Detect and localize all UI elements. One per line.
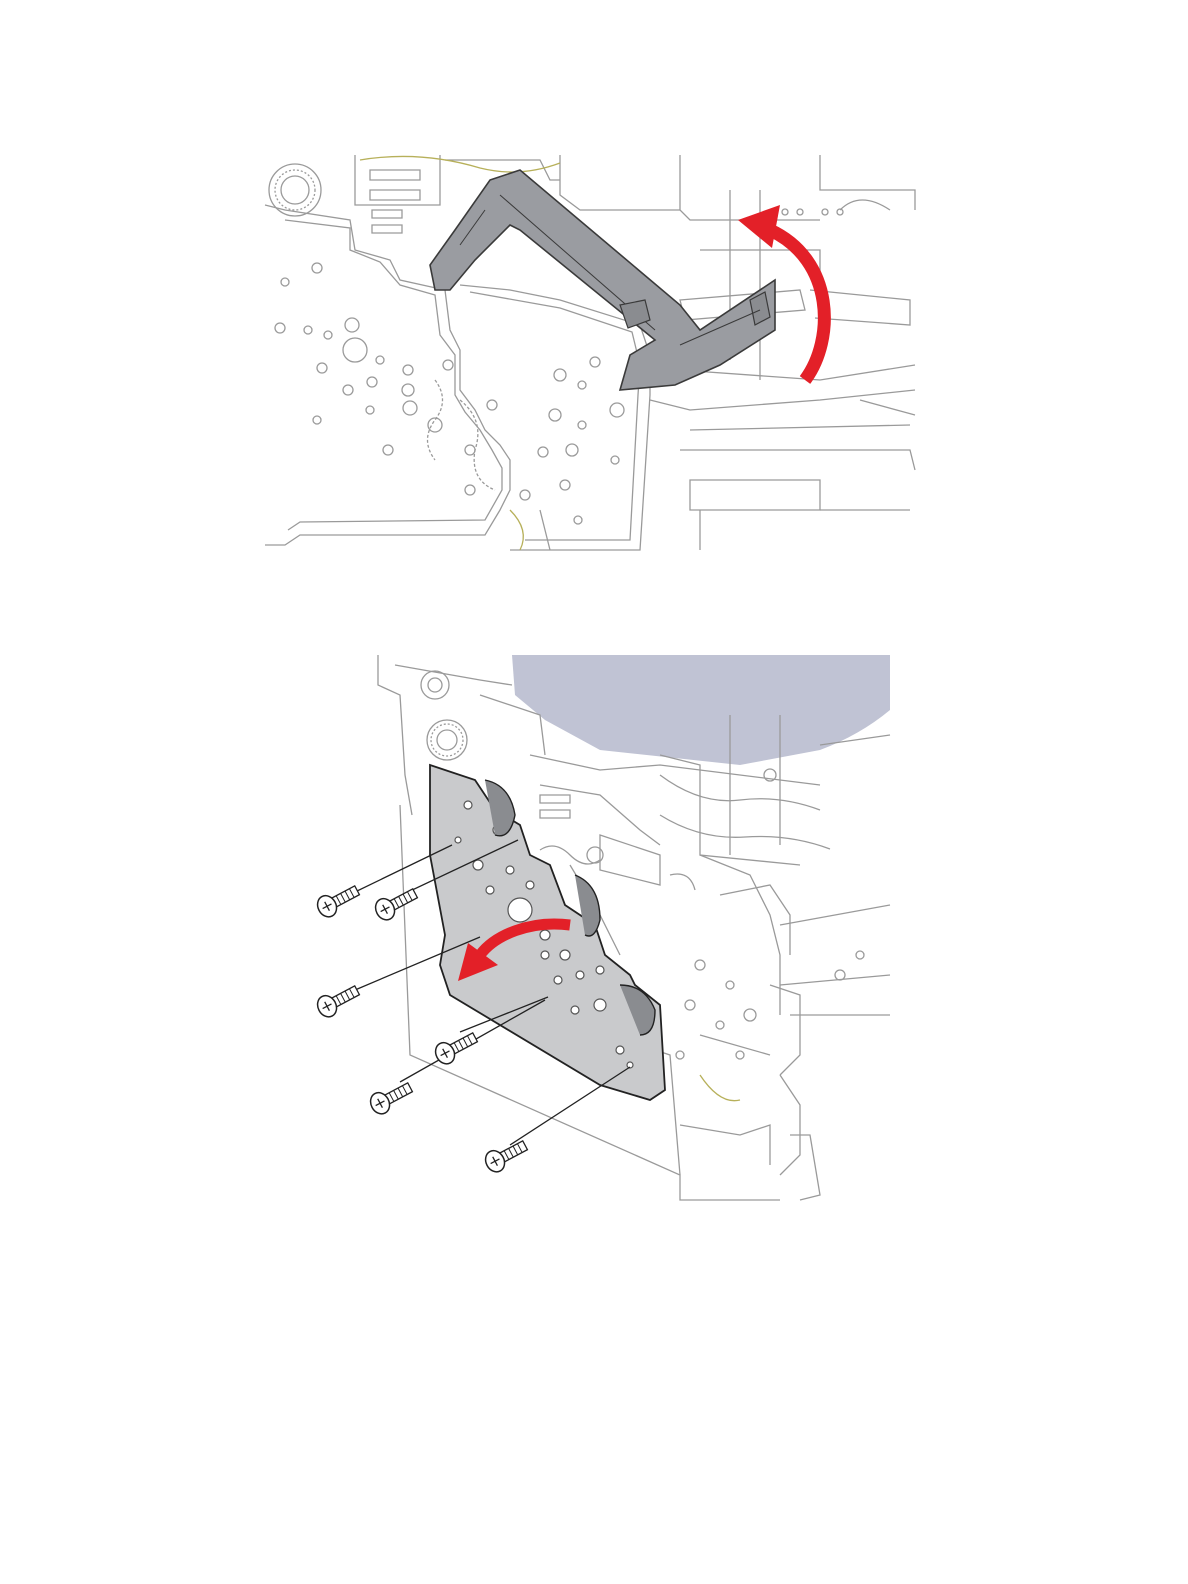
screw-icon: [372, 884, 420, 924]
rotation-arrow-icon: [738, 205, 824, 380]
screw-icon: [432, 1028, 480, 1068]
screw-icon: [367, 1078, 415, 1118]
drive-plate: [430, 765, 665, 1100]
figure-lever-svg: [260, 150, 930, 560]
top-cover: [512, 655, 890, 765]
figure-lever-removal: [260, 150, 930, 560]
screw-icon: [314, 981, 362, 1021]
screw-icon: [482, 1136, 530, 1176]
screw-icon: [314, 881, 362, 921]
figure-plate-svg: [300, 655, 900, 1215]
lever-part: [430, 170, 775, 390]
figure-drive-plate-removal: [300, 655, 900, 1215]
